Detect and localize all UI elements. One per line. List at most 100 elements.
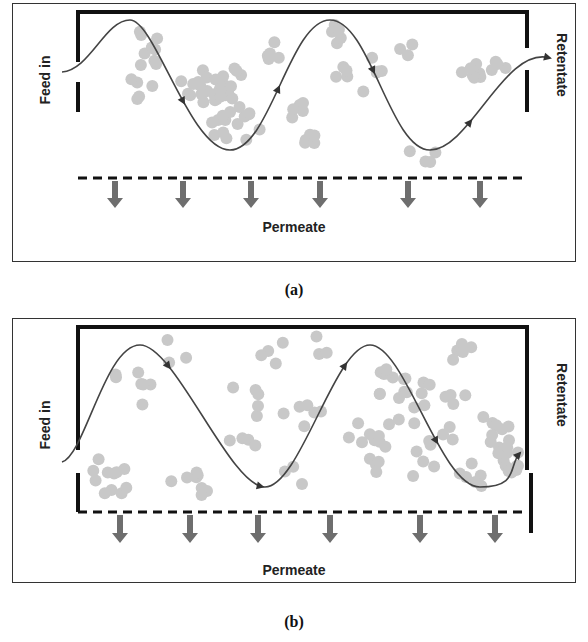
particle <box>447 434 459 446</box>
particle <box>411 446 423 458</box>
flow-arrowhead <box>368 65 379 76</box>
flow-arrowhead <box>163 360 174 371</box>
particle <box>224 435 236 447</box>
panel-b-drawing <box>13 319 576 583</box>
particle <box>136 399 148 411</box>
particle <box>110 371 122 383</box>
particle <box>263 53 275 65</box>
particle <box>146 80 158 92</box>
particle <box>278 407 290 419</box>
permeate-label: Permeate <box>262 219 325 235</box>
particle <box>255 349 267 361</box>
particle <box>243 107 255 119</box>
flow-arrowhead <box>273 83 284 94</box>
permeate-arrow <box>243 181 259 208</box>
panel-caption: (b) <box>284 613 304 631</box>
particle <box>374 388 386 400</box>
membrane <box>78 511 527 514</box>
permeate-arrows <box>107 181 488 208</box>
particle <box>465 62 477 74</box>
particle <box>343 431 355 443</box>
particle <box>373 456 385 468</box>
particle <box>402 49 414 61</box>
particle <box>379 441 391 453</box>
particle <box>466 458 478 470</box>
particle <box>132 367 144 379</box>
particle <box>125 73 137 85</box>
module-wall <box>76 325 529 329</box>
module-wall <box>76 473 80 512</box>
particle <box>194 80 206 92</box>
flow-arrowhead <box>464 117 475 128</box>
flow-arrowhead <box>513 449 524 460</box>
particle <box>250 384 262 396</box>
module-panel: Feed inRetentatePermeate <box>12 318 576 583</box>
particle <box>428 461 440 473</box>
particle <box>93 453 105 465</box>
particle <box>102 467 114 479</box>
particle <box>374 388 386 400</box>
panel-frame <box>13 319 576 583</box>
particle <box>424 156 436 168</box>
particle <box>294 401 306 413</box>
permeate-arrow <box>250 515 266 543</box>
particle <box>227 382 239 394</box>
particle <box>404 145 416 157</box>
particle <box>106 484 118 496</box>
particle <box>162 334 174 346</box>
particle <box>135 59 147 71</box>
flow-arrowhead <box>431 436 442 447</box>
particle <box>416 387 428 399</box>
flow-arrowhead <box>339 360 350 371</box>
flow-arrowhead <box>256 482 266 492</box>
particle <box>352 417 364 429</box>
retentate-closure <box>529 473 533 533</box>
particle <box>341 65 353 77</box>
permeate-arrow <box>182 515 198 543</box>
particle <box>407 470 419 482</box>
particle <box>197 96 209 108</box>
particle <box>196 489 208 501</box>
module-wall <box>76 82 80 112</box>
permeate-arrow <box>487 515 503 543</box>
particle <box>447 398 459 410</box>
module-wall <box>525 70 529 112</box>
module-wall <box>525 325 529 470</box>
particle <box>133 90 145 102</box>
particles <box>125 19 511 168</box>
permeate-arrow <box>312 181 328 208</box>
particle <box>240 134 252 146</box>
particle <box>383 418 395 430</box>
particle <box>231 65 243 77</box>
module-wall <box>525 10 529 48</box>
particle <box>225 80 237 92</box>
feed-label: Feed in <box>37 55 53 104</box>
particle <box>120 482 132 494</box>
particle <box>175 75 187 87</box>
particle <box>454 468 466 480</box>
module-wall <box>76 325 80 450</box>
flow-path <box>62 20 550 150</box>
particle <box>417 455 429 467</box>
flow-arrowhead <box>543 53 553 63</box>
particle <box>150 58 162 70</box>
particle <box>486 429 498 441</box>
particle <box>252 400 264 412</box>
particle <box>90 475 102 487</box>
retentate-label: Retentate <box>554 363 570 427</box>
particle <box>370 466 382 478</box>
particle <box>408 417 420 429</box>
panel-a-drawing <box>13 4 576 262</box>
particle <box>477 411 489 423</box>
particle <box>330 71 342 83</box>
particle <box>380 363 392 375</box>
particle <box>287 103 299 115</box>
particle <box>296 478 308 490</box>
membrane <box>78 177 527 180</box>
flow-arrowhead <box>178 96 189 107</box>
particle <box>308 130 320 142</box>
particle <box>491 58 503 70</box>
particle <box>364 428 376 440</box>
particle <box>181 471 193 483</box>
permeate-arrows <box>112 515 503 543</box>
